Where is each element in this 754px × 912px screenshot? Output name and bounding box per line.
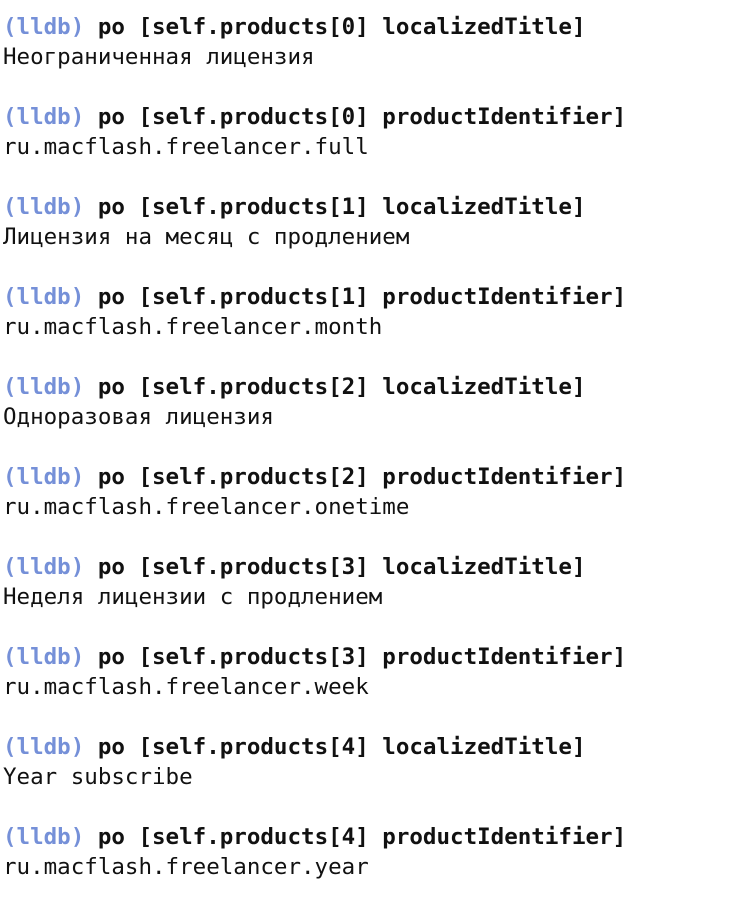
command-text: po [self.products[1] productIdentifier] bbox=[97, 284, 627, 310]
command-output: ru.macflash.freelancer.full bbox=[3, 134, 369, 160]
command-output: Одноразовая лицензия bbox=[3, 404, 274, 430]
command-line: (lldb) po [self.products[4] localizedTit… bbox=[3, 732, 748, 762]
console-entry: (lldb) po [self.products[4] localizedTit… bbox=[3, 732, 748, 822]
lldb-prompt: (lldb) bbox=[3, 824, 85, 850]
console-entry: (lldb) po [self.products[0] localizedTit… bbox=[3, 12, 748, 102]
lldb-prompt: (lldb) bbox=[3, 284, 85, 310]
command-line: (lldb) po [self.products[0] localizedTit… bbox=[3, 12, 748, 42]
command-output: Неделя лицензии с продлением bbox=[3, 584, 383, 610]
command-text: po [self.products[3] productIdentifier] bbox=[97, 644, 627, 670]
console-entry: (lldb) po [self.products[3] productIdent… bbox=[3, 642, 748, 732]
command-text: po [self.products[2] productIdentifier] bbox=[97, 464, 627, 490]
command-text: po [self.products[2] localizedTitle] bbox=[97, 374, 586, 400]
command-line: (lldb) po [self.products[1] localizedTit… bbox=[3, 192, 748, 222]
command-text: po [self.products[3] localizedTitle] bbox=[97, 554, 586, 580]
console-entry: (lldb) po [self.products[1] localizedTit… bbox=[3, 192, 748, 282]
lldb-prompt: (lldb) bbox=[3, 104, 85, 130]
command-text: po [self.products[0] productIdentifier] bbox=[97, 104, 627, 130]
console-entry: (lldb) po [self.products[2] localizedTit… bbox=[3, 372, 748, 462]
command-output: ru.macflash.freelancer.onetime bbox=[3, 494, 410, 520]
command-line: (lldb) po [self.products[0] productIdent… bbox=[3, 102, 748, 132]
console-entry: (lldb) po [self.products[4] productIdent… bbox=[3, 822, 748, 912]
command-line: (lldb) po [self.products[4] productIdent… bbox=[3, 822, 748, 852]
console-entry: (lldb) po [self.products[0] productIdent… bbox=[3, 102, 748, 192]
lldb-prompt: (lldb) bbox=[3, 464, 85, 490]
command-text: po [self.products[4] productIdentifier] bbox=[97, 824, 627, 850]
command-output: ru.macflash.freelancer.year bbox=[3, 854, 369, 880]
lldb-prompt: (lldb) bbox=[3, 14, 85, 40]
lldb-prompt: (lldb) bbox=[3, 644, 85, 670]
command-output: Year subscribe bbox=[3, 764, 193, 790]
lldb-prompt: (lldb) bbox=[3, 374, 85, 400]
command-text: po [self.products[0] localizedTitle] bbox=[97, 14, 586, 40]
command-output: Неограниченная лицензия bbox=[3, 44, 315, 70]
command-line: (lldb) po [self.products[2] productIdent… bbox=[3, 462, 748, 492]
lldb-prompt: (lldb) bbox=[3, 554, 85, 580]
command-output: ru.macflash.freelancer.week bbox=[3, 674, 369, 700]
command-output: Лицензия на месяц с продлением bbox=[3, 224, 410, 250]
command-line: (lldb) po [self.products[2] localizedTit… bbox=[3, 372, 748, 402]
lldb-prompt: (lldb) bbox=[3, 194, 85, 220]
command-text: po [self.products[4] localizedTitle] bbox=[97, 734, 586, 760]
command-text: po [self.products[1] localizedTitle] bbox=[97, 194, 586, 220]
lldb-prompt: (lldb) bbox=[3, 734, 85, 760]
command-output: ru.macflash.freelancer.month bbox=[3, 314, 383, 340]
command-line: (lldb) po [self.products[3] localizedTit… bbox=[3, 552, 748, 582]
lldb-console-output: (lldb) po [self.products[0] localizedTit… bbox=[3, 12, 748, 912]
console-entry: (lldb) po [self.products[3] localizedTit… bbox=[3, 552, 748, 642]
command-line: (lldb) po [self.products[1] productIdent… bbox=[3, 282, 748, 312]
command-line: (lldb) po [self.products[3] productIdent… bbox=[3, 642, 748, 672]
console-entry: (lldb) po [self.products[2] productIdent… bbox=[3, 462, 748, 552]
console-entry: (lldb) po [self.products[1] productIdent… bbox=[3, 282, 748, 372]
